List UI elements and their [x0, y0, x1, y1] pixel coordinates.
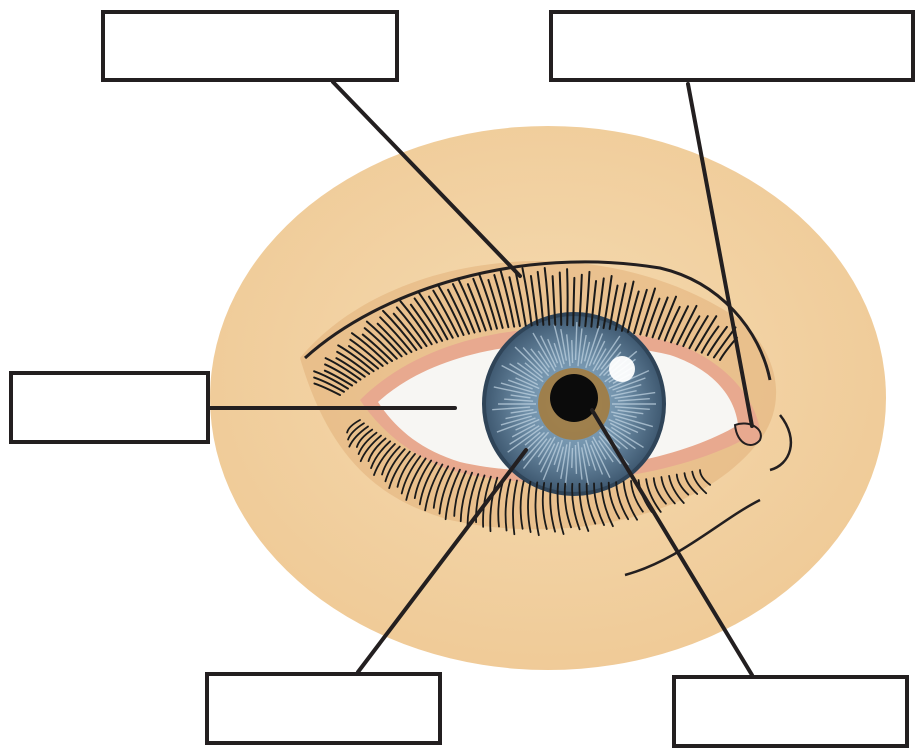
pupil-highlight	[609, 356, 635, 382]
label-box-top-right[interactable]	[549, 10, 915, 82]
label-box-bottom-left[interactable]	[205, 672, 442, 745]
label-box-top-left[interactable]	[101, 10, 399, 82]
pupil	[550, 374, 598, 422]
eyelash	[573, 278, 574, 326]
iris-fiber	[572, 340, 573, 363]
iris-fiber	[572, 448, 573, 468]
eyelash	[567, 269, 568, 325]
label-box-bottom-right[interactable]	[672, 675, 909, 748]
label-box-left[interactable]	[9, 371, 210, 444]
